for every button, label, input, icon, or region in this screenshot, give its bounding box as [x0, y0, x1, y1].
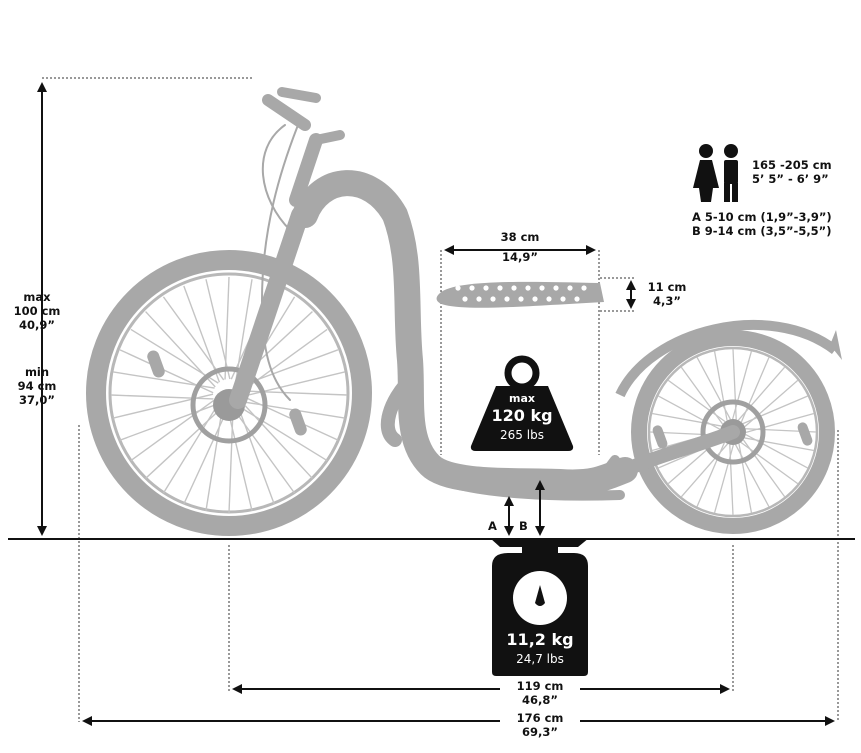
wheelbase-cm: 119 cm — [516, 679, 564, 693]
deck-depth-cm: 11 cm — [647, 280, 687, 294]
deck-plate — [436, 281, 604, 308]
deck-depth-in: 4,3” — [653, 294, 681, 308]
clearance-b-marker: B — [519, 519, 528, 533]
people-icon — [693, 144, 738, 202]
weight-icon — [470, 355, 574, 451]
clearance-b-text: B 9-14 cm (3,5”-5,5”) — [692, 224, 832, 238]
scooter-illustration — [86, 87, 842, 536]
height-min-in: 37,0” — [19, 393, 55, 407]
max-load-lbs: 265 lbs — [500, 428, 544, 442]
scale-icon — [490, 538, 589, 676]
front-wheel — [86, 250, 372, 536]
scooter-weight-kg: 11,2 kg — [506, 630, 574, 649]
height-max-cm: 100 cm — [13, 304, 61, 318]
wheelbase-in: 46,8” — [522, 693, 558, 707]
clearance-a-text: A 5-10 cm (1,9”-3,9”) — [692, 210, 832, 224]
rear-fender — [615, 319, 839, 398]
deck-width-in: 14,9” — [502, 250, 538, 264]
clearance-a-marker: A — [488, 519, 497, 533]
height-min-cm: 94 cm — [17, 379, 57, 393]
max-load-kg: 120 kg — [491, 406, 553, 425]
total-length-in: 69,3” — [522, 725, 558, 739]
scooter-weight-lbs: 24,7 lbs — [516, 652, 564, 666]
rear-wheel — [615, 319, 842, 534]
max-load-label: max — [509, 392, 535, 405]
height-max-label: max — [23, 290, 51, 304]
frame — [229, 87, 740, 501]
wheelbase-label: 119 cm 46,8” — [500, 679, 580, 707]
deck-width-cm: 38 cm — [500, 230, 540, 244]
deck-width-label: 38 cm 14,9” — [485, 230, 555, 264]
clearance-legend: A 5-10 cm (1,9”-3,9”) B 9-14 cm (3,5”-5,… — [692, 210, 832, 238]
height-min-block: min 94 cm 37,0” — [8, 365, 66, 407]
total-length-label: 176 cm 69,3” — [500, 711, 580, 739]
rider-height-ft: 5’ 5” - 6’ 9” — [752, 172, 829, 186]
rider-height-block: 165 -205 cm 5’ 5” - 6’ 9” — [752, 158, 832, 186]
deck-depth-label: 11 cm 4,3” — [644, 280, 690, 308]
guide-lines — [42, 77, 839, 722]
height-min-label: min — [24, 365, 50, 379]
height-max-block: max 100 cm 40,9” — [8, 290, 66, 332]
height-max-in: 40,9” — [19, 318, 55, 332]
total-length-cm: 176 cm — [516, 711, 564, 725]
rider-height-cm: 165 -205 cm — [752, 158, 832, 172]
